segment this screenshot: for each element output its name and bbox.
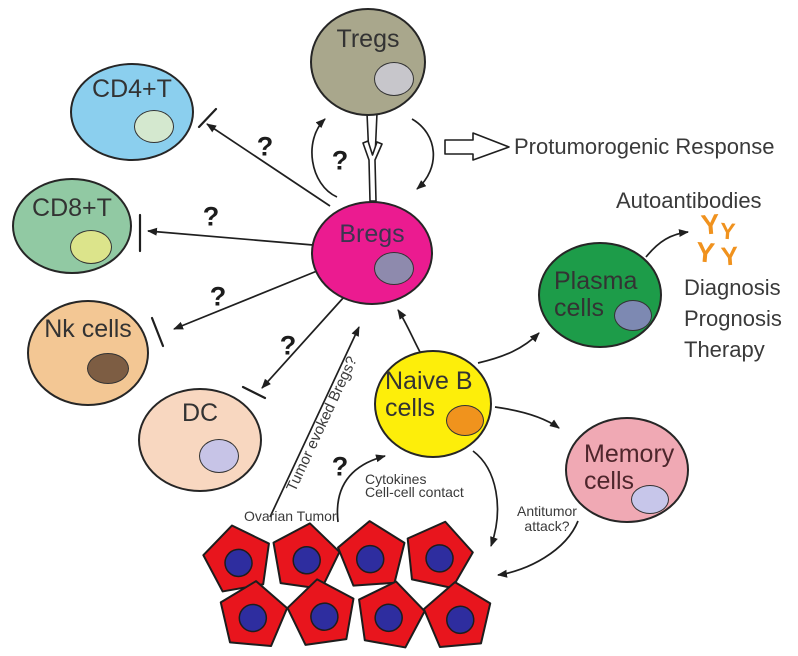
memory-label: Memory cells: [584, 440, 675, 495]
tregs-bregs-contact-fork: [362, 140, 383, 202]
cell-plasma: Plasma cells: [538, 242, 662, 348]
cytokines-label: Cytokines: [365, 471, 427, 487]
arrow-tregs-to-bregs: [411, 118, 435, 190]
question-mark-tregs-loop: ?: [331, 145, 349, 176]
cell-dc: DC: [138, 388, 262, 492]
tumor-nucleus: [374, 603, 403, 633]
tumor-nucleus: [224, 548, 253, 578]
question-mark-tumor-bregs: ?: [331, 451, 349, 482]
question-mark-cd8t: ?: [202, 201, 220, 232]
cell-cd4t: CD4+T: [70, 63, 194, 161]
arrow-bregs-to-dc: [261, 296, 345, 389]
autoantibodies-label: Autoantibodies: [616, 188, 762, 213]
arrow-tumor-to-naiveb: [336, 454, 386, 523]
plasma-label: Plasma cells: [554, 267, 638, 322]
arrow-tumor-to-bregs: [269, 326, 360, 518]
tumor-cell: [219, 580, 289, 647]
cell-memory: Memory cells: [565, 417, 689, 523]
naiveb-label: Naive B cells: [385, 367, 473, 422]
antibody-icon: Y: [719, 240, 740, 272]
nk-label: Nk cells: [44, 315, 132, 343]
arrow-naiveb-to-plasma: [477, 332, 540, 364]
arrow-naiveb-to-memory: [494, 406, 560, 429]
antitumor-attack-label: Antitumor attack?: [517, 503, 577, 534]
tumor-nucleus: [310, 602, 339, 631]
prognosis-label: Prognosis: [684, 306, 782, 331]
bregs-label: Bregs: [339, 220, 405, 248]
tumor-nucleus: [355, 544, 385, 574]
clinical-uses-list: Diagnosis Prognosis Therapy: [684, 272, 782, 365]
tumor-cell: [337, 520, 406, 587]
question-mark-cd4t: ?: [256, 131, 274, 162]
diagnosis-label: Diagnosis: [684, 275, 781, 300]
cd8t-label: CD8+T: [32, 194, 112, 222]
inhibit-bar-dc: [241, 385, 267, 400]
protumorogenic-hollow-arrow: [444, 132, 510, 161]
tumor-cell: [422, 581, 492, 648]
arrow-naiveb-to-bregs: [397, 309, 421, 353]
cell-cell-contact-label: Cell-cell contact: [365, 484, 464, 500]
tumor-nucleus: [446, 605, 475, 635]
cd4t-label: CD4+T: [92, 75, 172, 103]
cytokines-contact-label: Cytokines Cell-cell contact: [365, 471, 464, 500]
memory-nucleus: [631, 485, 669, 514]
tumor-nucleus: [238, 603, 268, 633]
inhibit-bar-nk: [150, 316, 165, 348]
tregs-label: Tregs: [336, 25, 400, 53]
antibody-icon: Y: [694, 236, 717, 269]
question-mark-nk: ?: [209, 281, 227, 312]
inhibit-bar-cd4t: [197, 107, 218, 129]
cell-naiveb: Naive B cells: [374, 350, 492, 458]
tumor-cell: [272, 522, 341, 590]
cell-bregs: Bregs: [311, 201, 433, 305]
tumor-cell: [406, 520, 474, 589]
antibody-icon: Y: [699, 208, 721, 241]
arrow-bregs-to-nk: [173, 270, 318, 330]
arrow-bregs-to-cd8t: [147, 227, 314, 246]
naiveb-nucleus: [446, 405, 484, 436]
protumorogenic-response-label: Protumorogenic Response: [514, 134, 775, 159]
ovarian-tumor-label: Ovarian Tumor: [244, 508, 337, 524]
question-mark-dc: ?: [279, 330, 297, 361]
dc-label: DC: [181, 399, 219, 427]
therapy-label: Therapy: [684, 337, 765, 362]
arrow-bregs-to-tregs: [311, 118, 338, 198]
tumor-cell: [358, 580, 426, 649]
nk-nucleus: [87, 353, 129, 384]
tregs-nucleus: [374, 62, 414, 96]
arrow-naiveb-to-tumor: [472, 450, 499, 547]
cell-nk: Nk cells: [27, 300, 149, 406]
tumor-nucleus: [292, 546, 321, 575]
cd8t-nucleus: [70, 230, 112, 264]
arrow-memory-to-tumor: [497, 520, 579, 578]
dc-nucleus: [199, 439, 239, 473]
cd4t-nucleus: [134, 110, 174, 143]
cell-cd8t: CD8+T: [12, 178, 132, 274]
tumor-cell: [202, 524, 270, 593]
cell-tregs: Tregs: [310, 8, 426, 116]
tumor-cell: [286, 578, 355, 646]
arrow-bregs-to-cd4t: [206, 123, 331, 207]
plasma-nucleus: [614, 300, 652, 331]
bregs-nucleus: [374, 252, 414, 285]
arrow-plasma-to-autoantibodies: [645, 229, 689, 258]
tumor-nucleus: [425, 544, 454, 573]
